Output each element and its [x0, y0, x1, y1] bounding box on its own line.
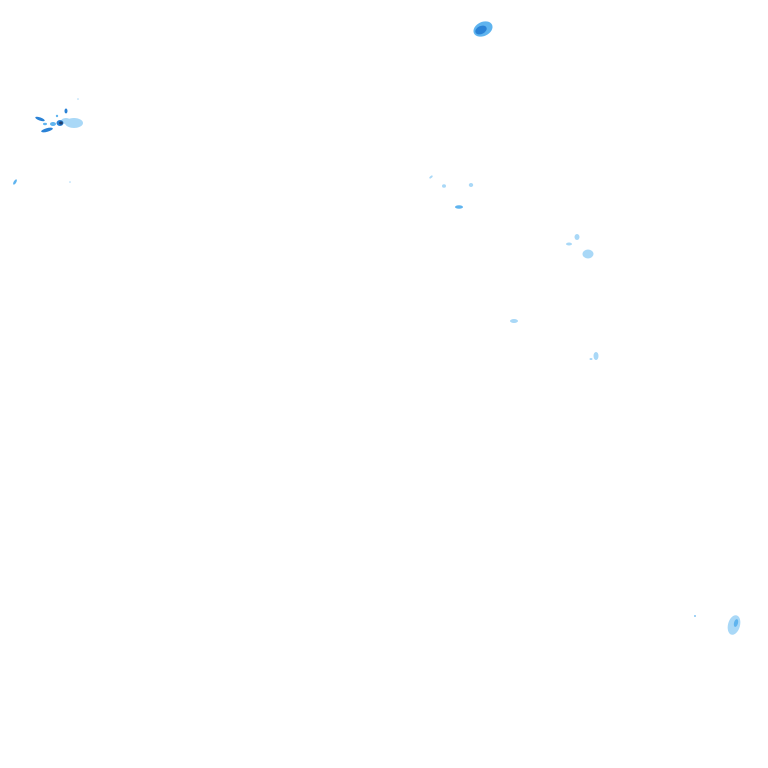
- echo-blob: [61, 118, 71, 124]
- echo-blob: [475, 25, 487, 35]
- echo-blob: [582, 249, 594, 259]
- echo-blob: [574, 234, 580, 240]
- echo-blob: [733, 619, 739, 627]
- echo-blob: [13, 179, 17, 185]
- echo-blob: [59, 121, 63, 125]
- echo-blob: [593, 352, 599, 360]
- echo-blob: [77, 98, 79, 100]
- echo-blob: [589, 358, 593, 360]
- echo-specks-central: [429, 175, 474, 209]
- echo-speck-east: [589, 352, 599, 360]
- echo-blob: [69, 181, 71, 183]
- echo-speck-west-edge: [13, 179, 71, 185]
- echo-blob: [43, 122, 47, 126]
- echo-blob: [455, 205, 463, 209]
- echo-cell-north-central: [473, 21, 493, 37]
- echo-cell-southeast: [694, 615, 741, 635]
- echo-blob: [35, 116, 45, 122]
- echo-blob: [41, 127, 53, 133]
- echo-blob: [429, 175, 433, 179]
- echo-blob: [566, 242, 572, 246]
- echo-speck-mid-east: [510, 319, 518, 323]
- echo-blob: [468, 183, 474, 187]
- echo-blob: [64, 108, 68, 114]
- echo-blob: [50, 122, 56, 126]
- echo-blob: [55, 114, 59, 118]
- echo-cluster-northwest: [35, 98, 83, 133]
- echo-blob: [442, 184, 446, 188]
- echo-blob: [510, 319, 518, 323]
- echo-cluster-east-central: [566, 234, 594, 259]
- echo-blob: [694, 615, 696, 617]
